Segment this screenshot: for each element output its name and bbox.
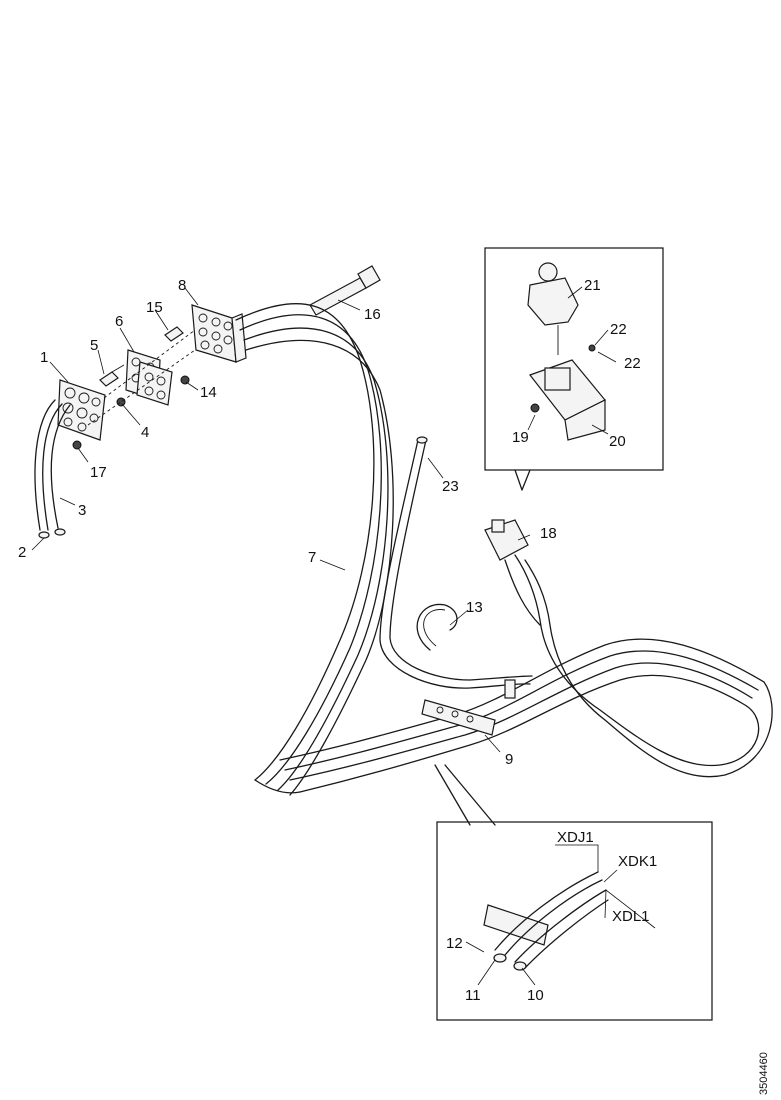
clip-base-20 xyxy=(529,359,606,441)
cable-23 xyxy=(379,436,533,689)
callout-17: 17 xyxy=(90,464,107,481)
screw-19 xyxy=(530,403,540,413)
callout-1: 1 xyxy=(40,349,48,366)
callout-5: 5 xyxy=(90,337,98,354)
connector-label-xdj1: XDJ1 xyxy=(557,829,594,846)
detail-inset-connectors xyxy=(436,821,713,1021)
callout-6: 6 xyxy=(115,313,123,330)
connector-label-xdl1: XDL1 xyxy=(612,908,650,925)
connector-housing-8 xyxy=(191,304,247,363)
inset-pointer xyxy=(514,469,531,491)
washer-22 xyxy=(588,344,596,352)
callout-9: 9 xyxy=(505,751,513,768)
callout-22-upper: 22 xyxy=(610,321,627,338)
plug-14 xyxy=(180,375,190,385)
callout-20: 20 xyxy=(609,433,626,450)
callout-15: 15 xyxy=(146,299,163,316)
callout-13: 13 xyxy=(466,599,483,616)
callout-12: 12 xyxy=(446,935,463,952)
connector-bundle-detail xyxy=(483,871,609,971)
callout-8: 8 xyxy=(178,277,186,294)
pin-15 xyxy=(164,326,184,342)
connector-label-xdk1: XDK1 xyxy=(618,853,657,870)
callout-3: 3 xyxy=(78,502,86,519)
main-harness-7 xyxy=(235,302,773,796)
plug-4 xyxy=(116,397,126,407)
callout-23: 23 xyxy=(442,478,459,495)
cable-3 xyxy=(34,399,71,539)
clip-18 xyxy=(484,519,541,626)
callout-19: 19 xyxy=(512,429,529,446)
callout-16: 16 xyxy=(364,306,381,323)
callout-22-lower: 22 xyxy=(624,355,641,372)
bracket-9 xyxy=(421,679,516,736)
cable-tie-13 xyxy=(416,603,458,651)
callout-11: 11 xyxy=(465,987,481,1004)
bolt-16 xyxy=(309,265,381,316)
callout-2: 2 xyxy=(18,544,26,561)
pin-5 xyxy=(99,364,125,387)
reference-number: 3504460 xyxy=(758,1052,770,1095)
clip-body-21 xyxy=(527,262,579,355)
callout-18: 18 xyxy=(540,525,557,542)
callout-10: 10 xyxy=(527,987,544,1004)
callout-4: 4 xyxy=(141,424,149,441)
seal-block-4 xyxy=(136,361,173,406)
callout-14: 14 xyxy=(200,384,217,401)
callout-7: 7 xyxy=(308,549,316,566)
callout-21: 21 xyxy=(584,277,601,294)
connector-plate-1 xyxy=(57,379,106,441)
plug-17 xyxy=(72,440,82,450)
